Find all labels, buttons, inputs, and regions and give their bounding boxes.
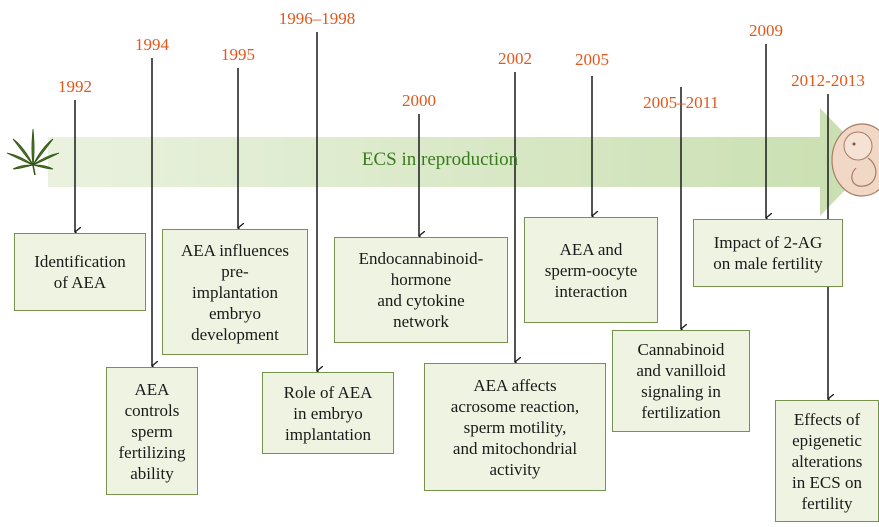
event-description-box: AEA controls sperm fertilizing ability: [106, 367, 198, 495]
event-year: 2005: [575, 50, 609, 69]
event-description-box: Cannabinoid and vanilloid signaling in f…: [612, 330, 750, 432]
event-year: 2012-2013: [791, 71, 865, 90]
axis-label: ECS in reproduction: [361, 149, 519, 170]
event-year: 2005–2011: [643, 93, 719, 112]
event-description-box: Effects of epigenetic alterations in ECS…: [775, 400, 879, 522]
event-year: 1994: [135, 35, 169, 54]
event-description-box: AEA influences pre- implantation embryo …: [162, 229, 308, 355]
event-year: 1995: [221, 45, 255, 64]
event-description-box: Impact of 2-AG on male fertility: [693, 219, 843, 287]
event-description-box: Role of AEA in embryo implantation: [262, 372, 394, 454]
cannabis-leaf-icon: [6, 128, 60, 176]
event-year: 2002: [498, 49, 532, 68]
fetus-icon: [831, 123, 879, 197]
event-description-box: Identification of AEA: [14, 233, 146, 311]
event-year: 1996–1998: [278, 9, 356, 28]
event-description-box: Endocannabinoid- hormone and cytokine ne…: [334, 237, 508, 343]
event-year: 1992: [58, 77, 92, 96]
event-year: 2009: [749, 21, 783, 40]
timeline-arrow: [48, 108, 872, 216]
event-connectors: [75, 32, 828, 399]
event-year: 2000: [402, 91, 436, 110]
event-description-box: AEA and sperm-oocyte interaction: [524, 217, 658, 323]
event-description-box: AEA affects acrosome reaction, sperm mot…: [424, 363, 606, 491]
